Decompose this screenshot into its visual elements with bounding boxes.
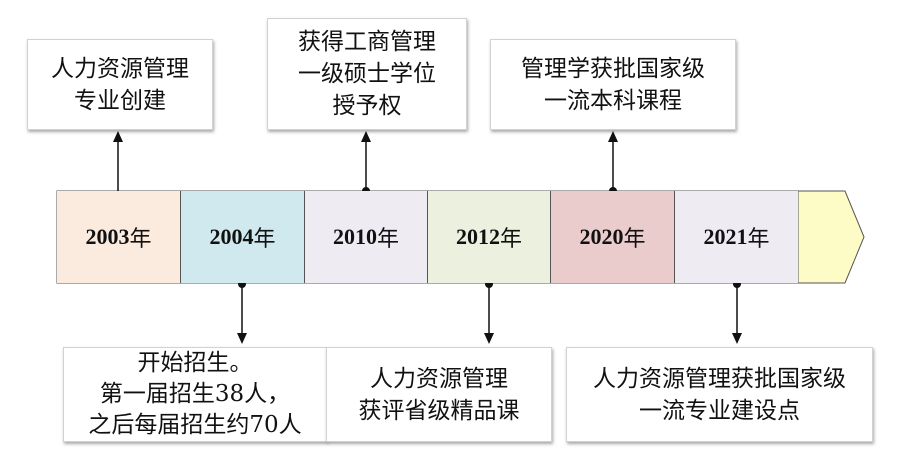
arrowhead-2012 — [484, 333, 494, 344]
event-text-2020: 管理学获批国家级 一流本科课程 — [521, 55, 705, 114]
event-box-2010: 获得工商管理 一级硕士学位 授予权 — [267, 18, 467, 130]
event-box-2003: 人力资源管理 专业创建 — [27, 39, 213, 130]
event-text-2012: 人力资源管理 获评省级精品课 — [358, 365, 520, 424]
year-2020-label: 2020 — [579, 224, 624, 249]
year-2003-label: 2003 — [85, 224, 130, 249]
arrowhead-2021 — [732, 333, 742, 344]
arrowhead-2020 — [608, 131, 618, 142]
event-box-2020: 管理学获批国家级 一流本科课程 — [490, 39, 736, 130]
year-2010-label: 2010 — [332, 224, 377, 249]
arrowhead-2004 — [237, 333, 247, 344]
event-text-2003: 人力资源管理 专业创建 — [51, 55, 189, 114]
event-box-2004: 开始招生。 第一届招生38人， 之后每届招生约70人 — [63, 347, 327, 442]
event-text-2021: 人力资源管理获批国家级 一流专业建设点 — [593, 365, 846, 424]
arrowhead-2010 — [361, 131, 371, 142]
event-box-2012: 人力资源管理 获评省级精品课 — [326, 347, 552, 442]
year-2004-label: 2004 — [209, 224, 254, 249]
timeline-arrow-head — [797, 190, 865, 284]
year-2021-label: 2021 — [703, 224, 748, 249]
event-text-2004: 开始招生。 第一届招生38人， 之后每届招生约70人 — [88, 350, 302, 438]
event-box-2021: 人力资源管理获批国家级 一流专业建设点 — [566, 347, 873, 442]
event-text-2010: 获得工商管理 一级硕士学位 授予权 — [298, 29, 436, 119]
arrowhead-2003 — [113, 131, 123, 142]
year-2012-label: 2012 — [455, 224, 500, 249]
